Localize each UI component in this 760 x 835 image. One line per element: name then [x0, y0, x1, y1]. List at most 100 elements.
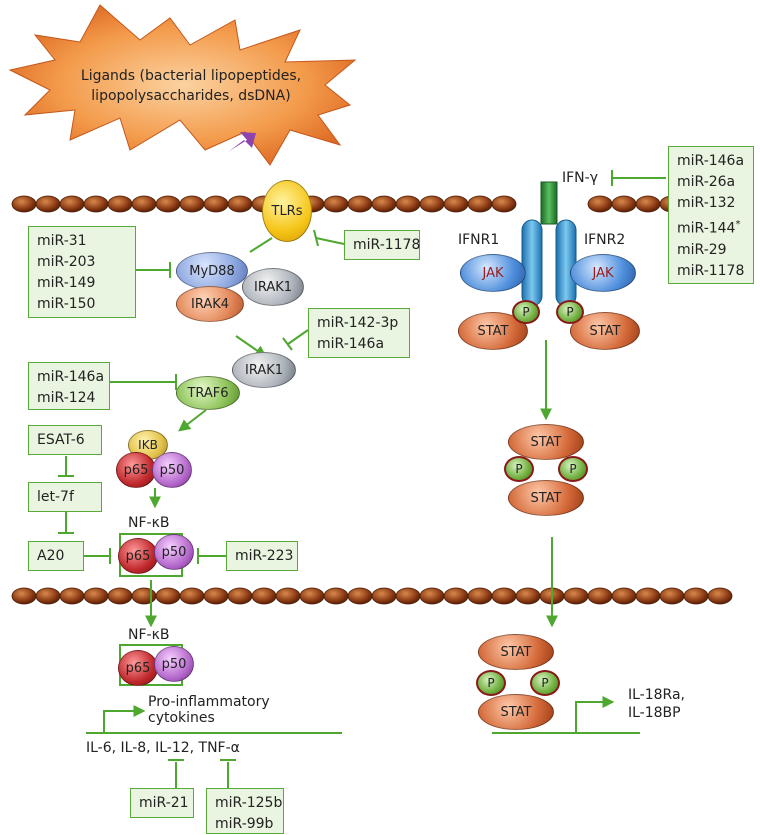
phospho-label: P	[541, 676, 549, 690]
ligand-burst	[8, 4, 357, 166]
membrane-bead	[395, 195, 421, 213]
membrane-bead	[611, 587, 637, 605]
ifn-gamma-label: IFN-γ	[562, 170, 598, 186]
mirna-item: miR-144	[677, 220, 736, 237]
ifn-target-line1: IL-18Ra,	[628, 687, 685, 703]
esat6-label: ESAT-6	[37, 432, 85, 448]
irak1-label-2: IRAK1	[244, 362, 284, 378]
membrane-bead	[83, 195, 109, 213]
membrane-bead	[347, 195, 373, 213]
mirna-item: miR-150	[37, 296, 96, 312]
mirna-item: miR-146a	[677, 153, 745, 169]
membrane-bead	[707, 587, 733, 605]
membrane-bead	[443, 195, 469, 213]
membrane-bead	[395, 587, 421, 605]
membrane-bead	[611, 195, 637, 213]
membrane-bead	[683, 587, 709, 605]
ligand-text-line1: Ligands (bacterial lipopeptides,	[80, 68, 302, 84]
stat-label: STAT	[530, 490, 562, 506]
nfkb2-p50-node: p50	[154, 646, 194, 682]
membrane-bead	[587, 587, 613, 605]
p50-node: p50	[152, 452, 192, 488]
nfkb-label: NF-κB	[128, 515, 170, 531]
membrane-bead	[515, 587, 541, 605]
mirna-item: miR-99b	[215, 816, 274, 832]
arrow-traf6-ikb	[178, 409, 207, 432]
mirna-box-irak: miR-142-3p miR-146a	[308, 308, 410, 358]
p65-label: p65	[123, 462, 149, 478]
stat-label: STAT	[500, 644, 532, 660]
mirna-item: miR-223	[235, 548, 294, 564]
stat-dimer-bottom: STAT	[508, 480, 584, 516]
membrane-bead	[155, 195, 181, 213]
mirna-item: miR-1178	[353, 237, 421, 253]
mirna-item: miR-29	[677, 241, 727, 258]
membrane-bead	[323, 195, 349, 213]
ifn-gamma-ligand	[540, 181, 558, 225]
membrane-bead	[107, 587, 133, 605]
membrane-bead	[59, 195, 85, 213]
mirna-item: miR-124	[37, 390, 96, 406]
phospho-node: P	[512, 300, 540, 324]
line-tlr-myd88	[249, 237, 273, 253]
irak1-node-2: IRAK1	[232, 352, 296, 388]
mirna-item: miR-146a	[37, 369, 105, 385]
membrane-bead	[227, 195, 253, 213]
membrane-bead	[59, 587, 85, 605]
irak4-node: IRAK4	[176, 286, 244, 322]
phospho-label: P	[515, 462, 523, 476]
membrane-bead	[347, 587, 373, 605]
membrane-bead	[131, 587, 157, 605]
let7f-label: let-7f	[37, 489, 74, 505]
phospho-label: P	[487, 676, 495, 690]
myd88-node: MyD88	[176, 252, 248, 290]
mirna-box-nfkb: miR-223	[226, 541, 298, 571]
phospho-node: P	[558, 456, 588, 482]
mirna-item: miR-203	[37, 254, 96, 270]
nfkb-p65-label: p65	[125, 548, 151, 564]
membrane-bead	[131, 195, 157, 213]
membrane-bead	[419, 587, 445, 605]
jak-label-right: JAK	[592, 265, 614, 281]
membrane-bead	[251, 587, 277, 605]
membrane-bead	[35, 587, 61, 605]
membrane-bead	[11, 195, 37, 213]
membrane-bead	[179, 587, 205, 605]
mirna-item: miR-125b	[215, 795, 283, 811]
mirna-box-traf6: miR-146a miR-124	[28, 362, 110, 410]
cytokine-genes: IL-6, IL-8, IL-12, TNF-α	[86, 740, 240, 756]
membrane-bead	[635, 587, 661, 605]
nfkb-p50-label: p50	[161, 544, 187, 560]
mirna-box-il: miR-21	[130, 788, 194, 818]
membrane-bead	[179, 195, 205, 213]
phospho-label: P	[566, 305, 574, 319]
membrane-bead	[587, 195, 613, 213]
phospho-node: P	[530, 670, 560, 696]
mirna-item: miR-1178	[677, 262, 745, 279]
p50-label: p50	[159, 462, 185, 478]
ifnr1-receptor	[521, 219, 543, 307]
nfkb2-p65-node: p65	[118, 650, 158, 686]
mirna-box-tlr-adaptor: miR-31 miR-203 miR-149 miR-150	[28, 226, 136, 318]
membrane-bead	[155, 587, 181, 605]
membrane-bead	[299, 587, 325, 605]
jak-node-left: JAK	[460, 254, 526, 292]
stat-dimer-top: STAT	[508, 424, 584, 460]
tlrs-label: TLRs	[271, 203, 303, 219]
membrane-bead	[491, 195, 517, 213]
membrane-bead	[227, 587, 253, 605]
ifnr1-label: IFNR1	[458, 232, 500, 248]
stat-label: STAT	[589, 323, 621, 339]
jak-node-right: JAK	[570, 254, 636, 292]
nfkb-label-2: NF-κB	[128, 627, 170, 643]
mirna-item: miR-146a	[317, 336, 385, 352]
phospho-label: P	[569, 462, 577, 476]
ligand-text-line2: lipopolysaccharides, dsDNA)	[91, 88, 291, 104]
stat-label: STAT	[530, 434, 562, 450]
membrane-bead	[419, 195, 445, 213]
ifn-target-line2: IL-18BP	[628, 705, 681, 721]
mirna-box-tnf: miR-125b miR-99b	[206, 788, 284, 834]
stat-label: STAT	[477, 323, 509, 339]
phospho-node: P	[476, 670, 506, 696]
membrane-bottom	[11, 587, 733, 605]
